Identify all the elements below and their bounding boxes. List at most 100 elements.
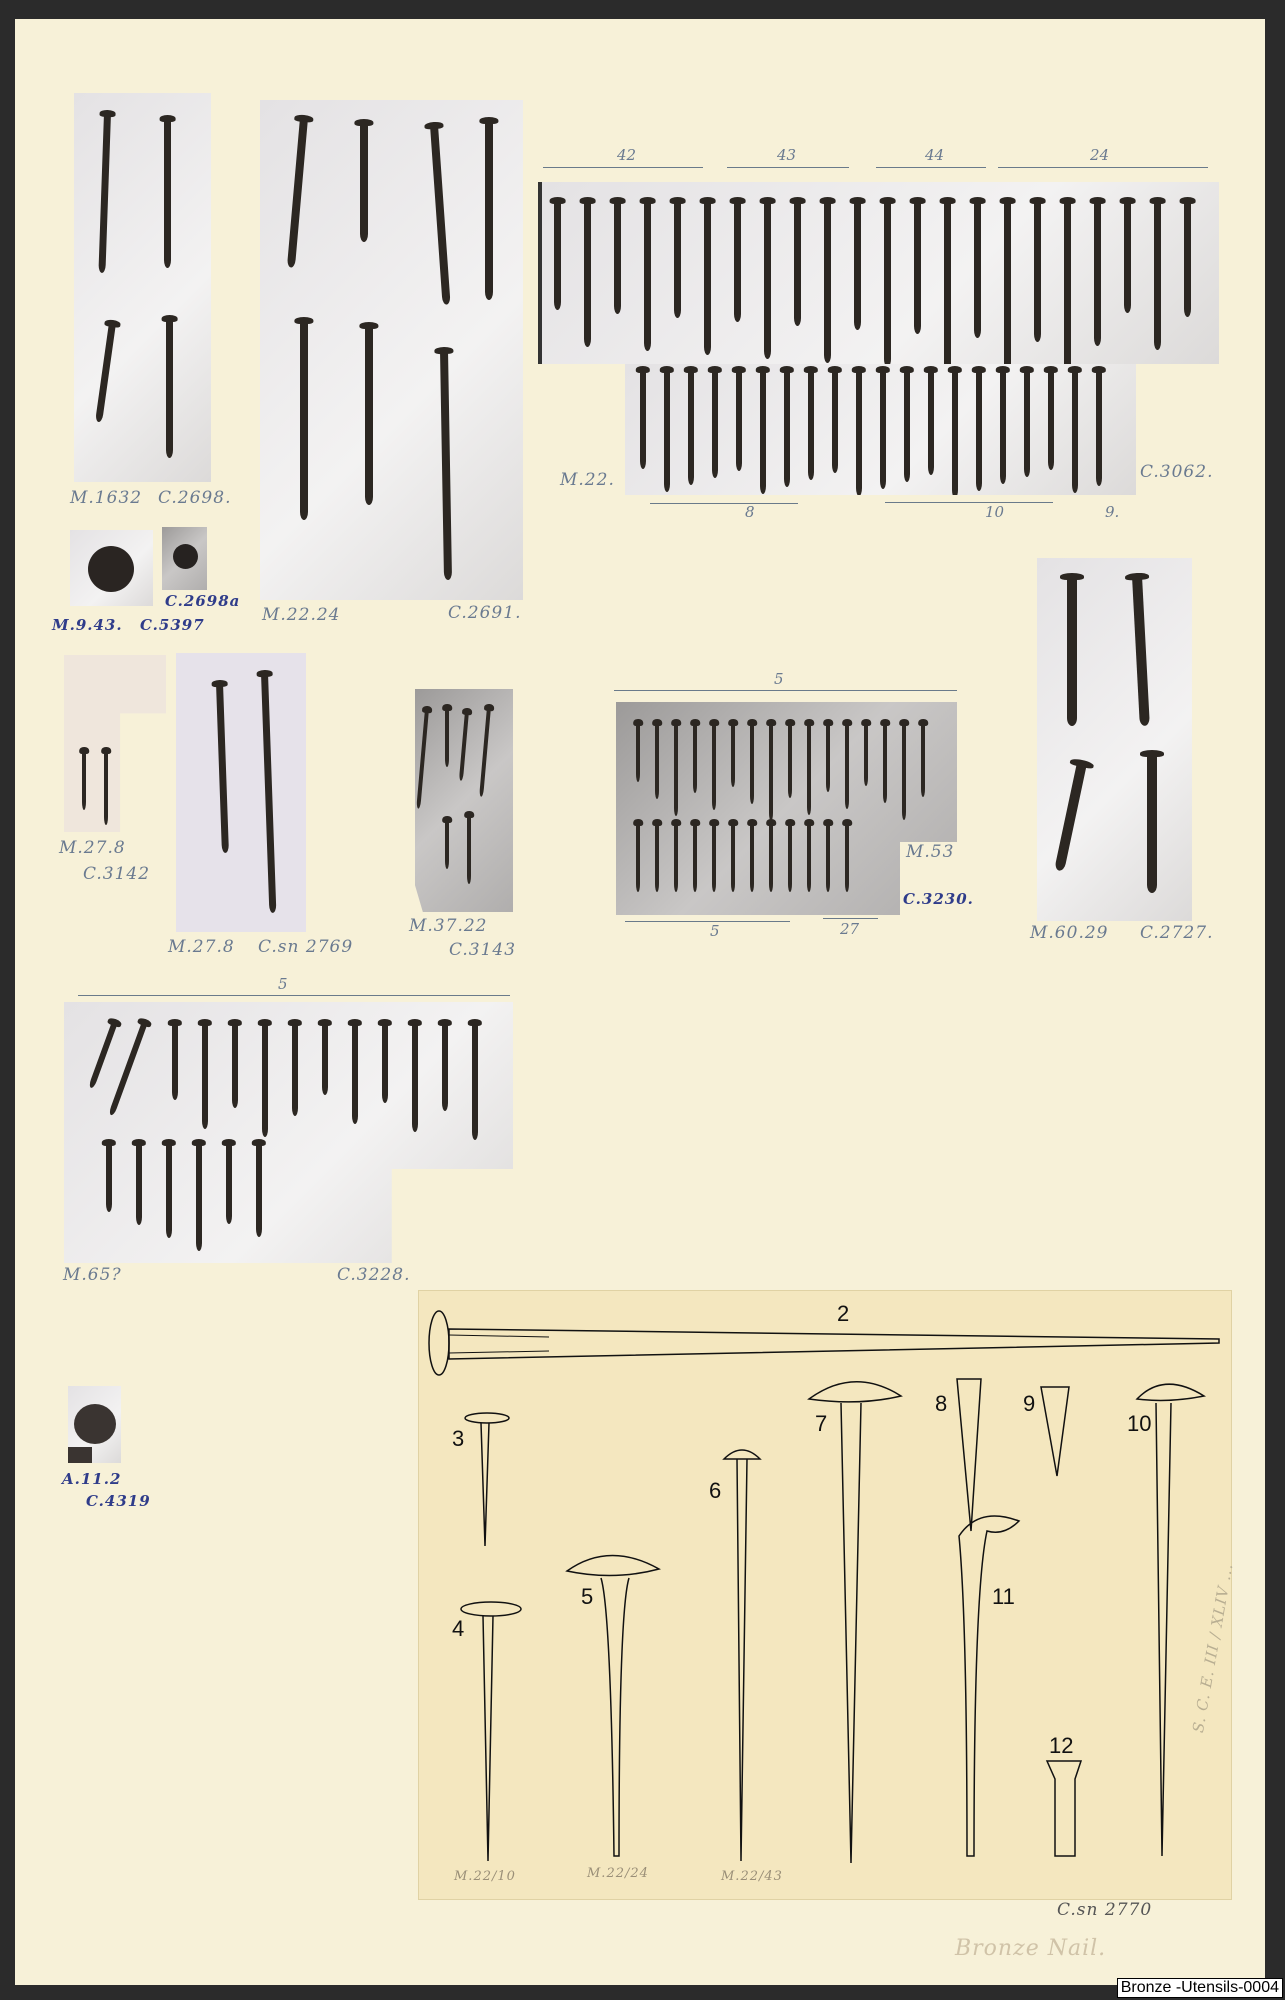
- scale-label: 42: [617, 146, 637, 164]
- nail-photo-item: [712, 369, 718, 478]
- nail-photo-item: [731, 822, 735, 892]
- reference-label: M.22/24: [587, 1866, 649, 1881]
- scale-bar: [650, 503, 798, 504]
- nail-photo-item: [826, 722, 830, 792]
- nail-photo-item: [479, 706, 491, 797]
- nail-figure-7: [807, 1380, 903, 1864]
- nail-photo-item: [416, 708, 429, 809]
- nail-photo-item: [614, 200, 621, 314]
- figure-number: 12: [1049, 1733, 1074, 1758]
- nail-figure-3: [464, 1412, 510, 1547]
- nail-photo-item: [884, 200, 891, 364]
- nail-photo-item: [807, 722, 811, 815]
- nail-photo-item: [788, 722, 792, 798]
- nail-photo-item: [1067, 576, 1077, 726]
- nail-photo-item: [921, 722, 925, 797]
- nail-photo-item: [472, 1022, 478, 1140]
- photo-nails-m2224: [260, 100, 523, 600]
- nail-photo-item: [164, 118, 171, 268]
- nail-photo-item: [750, 722, 754, 804]
- nail-photo-item: [902, 722, 906, 820]
- nail-photo-item: [166, 1142, 172, 1238]
- scale-label: 24: [1090, 146, 1110, 164]
- nail-photo-item: [764, 200, 771, 359]
- nail-photo-item: [845, 822, 849, 892]
- archive-tag: Bronze -Utensils-0004: [1116, 1978, 1283, 1998]
- nail-photo-item: [769, 822, 773, 892]
- scale-bar: [78, 995, 510, 996]
- label: C.3143: [449, 940, 517, 960]
- figure-number: 4: [452, 1616, 465, 1641]
- nail-photo-item: [976, 369, 982, 491]
- scale-label: 8: [745, 503, 755, 521]
- nail-photo-item: [734, 200, 741, 322]
- scale-label: 10: [985, 503, 1005, 521]
- scale-label: 5: [710, 922, 720, 940]
- photo-coin-c2698a: [162, 527, 207, 590]
- photo-nails-m278-large: [176, 653, 306, 932]
- nail-photo-item: [712, 822, 716, 892]
- label: C.5397: [140, 616, 205, 634]
- figure-number: 8: [935, 1391, 948, 1416]
- nail-drawings: [428, 1310, 1220, 1864]
- figure-number: 6: [709, 1478, 722, 1503]
- nail-photo-item: [286, 117, 308, 268]
- nail-photo-item: [784, 369, 790, 487]
- label: M.65?: [63, 1265, 122, 1285]
- nail-photo-item: [172, 1022, 178, 1100]
- nail-photo-item: [854, 200, 861, 330]
- nail-photo-item: [864, 722, 868, 786]
- nail-figure-4: [460, 1601, 522, 1862]
- nail-photo-item: [584, 200, 591, 347]
- nail-photo-item: [824, 200, 831, 363]
- scale-label: 43: [777, 146, 797, 164]
- nail-photo-item: [256, 1142, 262, 1237]
- nail-photo-item: [232, 1022, 238, 1108]
- photo-notch: [900, 842, 957, 915]
- nail-photo-item: [360, 122, 368, 242]
- scale-bar: [823, 918, 878, 919]
- figure-number: 7: [815, 1411, 828, 1436]
- nail-photo-item: [196, 1142, 202, 1251]
- scale-label: 5: [774, 670, 784, 688]
- nail-photo-item: [655, 722, 659, 799]
- nail-photo-item: [95, 322, 116, 423]
- nail-photo-item: [832, 369, 838, 473]
- figure-number: 11: [992, 1584, 1015, 1609]
- nail-photo-item: [880, 369, 886, 489]
- label: M.27.8: [168, 937, 235, 957]
- figure-number: 2: [837, 1301, 850, 1326]
- nail-photo-item: [1064, 200, 1071, 364]
- nail-photo-item: [1000, 369, 1006, 484]
- nail-photo-item: [1024, 369, 1030, 477]
- nail-photo-item: [750, 822, 754, 892]
- label: M.60.29: [1030, 923, 1109, 943]
- nail-photo-item: [808, 369, 814, 480]
- nail-photo-item: [664, 369, 670, 492]
- scale-bar: [614, 690, 957, 691]
- nail-photo-item: [216, 682, 229, 854]
- label: M.9.43.: [52, 616, 123, 634]
- nail-photo-item: [300, 320, 308, 520]
- nail-photo-item: [166, 318, 173, 458]
- label: M.27.8: [59, 838, 126, 858]
- nail-photo-item: [88, 1020, 118, 1089]
- label: M.37.22: [409, 916, 488, 936]
- nail-photo-item: [352, 1022, 358, 1124]
- nail-photo-item: [674, 200, 681, 318]
- nail-figure-5: [565, 1554, 661, 1857]
- nail-photo-item: [807, 822, 811, 892]
- nail-photo-item: [883, 722, 887, 803]
- nail-photo-item: [430, 124, 451, 305]
- nail-photo-item: [944, 200, 951, 364]
- label: C.2698a: [165, 592, 241, 610]
- scale-label: 44: [925, 146, 945, 164]
- scale-bar: [727, 167, 849, 168]
- nail-photo-item: [794, 200, 801, 326]
- scale-bar: [998, 167, 1208, 168]
- photo-nails-m3722: [415, 689, 513, 912]
- nail-photo-item: [445, 707, 449, 767]
- label: M.22.: [560, 470, 615, 490]
- scale-bar: [625, 921, 790, 922]
- label: C.3142: [83, 864, 151, 884]
